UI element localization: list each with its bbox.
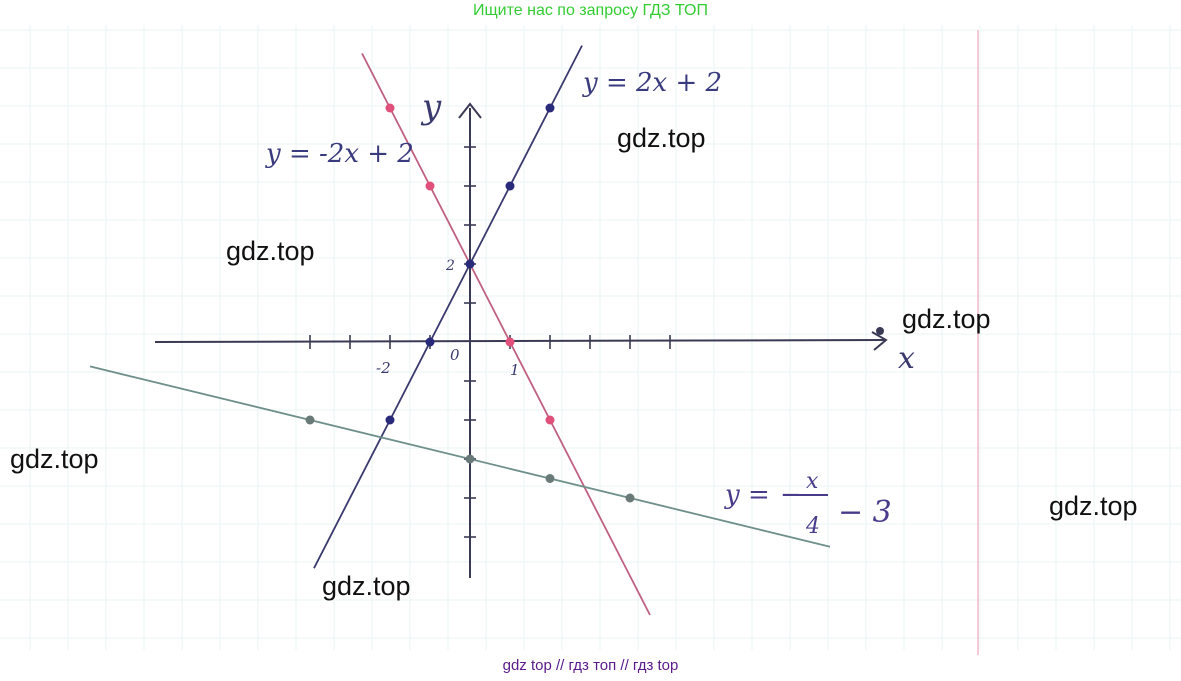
x-axis-arrow xyxy=(871,331,888,351)
line-c-point xyxy=(625,493,635,503)
watermark: gdz.top xyxy=(226,236,315,266)
watermark: gdz.top xyxy=(322,571,411,601)
origin-label: 0 xyxy=(450,346,460,364)
graph-lines xyxy=(89,45,831,616)
line-a-line xyxy=(313,45,583,569)
line-c-point xyxy=(305,415,315,425)
x-axis-line xyxy=(154,339,886,343)
equation-c-right: − 3 xyxy=(838,495,892,530)
x-axis-label: x xyxy=(898,341,915,376)
bottom-banner: gdz top // гдз топ // гдз top xyxy=(502,657,679,674)
watermark: gdz.top xyxy=(10,444,99,474)
notebook-grid xyxy=(0,25,1181,650)
tick-label-x-1: 1 xyxy=(510,361,520,379)
axes xyxy=(154,102,888,578)
line-a-point xyxy=(505,181,515,191)
equation-label-line-a: y = 2x + 2 xyxy=(582,68,722,98)
line-b-point xyxy=(545,415,555,425)
y-axis-arrow xyxy=(458,102,482,119)
line-b-line xyxy=(361,52,651,616)
line-c-point xyxy=(545,474,555,483)
equation-c-numerator: x xyxy=(806,469,819,494)
line-b-point xyxy=(385,103,395,113)
equation-label-line-c: y = − x 4 − 3 xyxy=(724,469,892,539)
top-banner: Ищите нас по запросу ГДЗ ТОП xyxy=(473,2,708,19)
line-a-point xyxy=(425,337,435,347)
equation-label-line-b: y = -2x + 2 xyxy=(265,139,414,169)
equation-c-left: y = xyxy=(724,480,770,510)
line-b-point xyxy=(425,181,435,191)
tick-label-y-2: 2 xyxy=(445,258,455,274)
watermark: gdz.top xyxy=(617,123,706,153)
watermark: gdz.top xyxy=(1049,491,1138,521)
equation-c-minus-sign: − xyxy=(780,480,802,510)
graph-points xyxy=(305,103,635,503)
x-axis-arrow-dot xyxy=(876,327,884,335)
line-c-line xyxy=(89,365,831,548)
equation-c-denominator: 4 xyxy=(805,514,820,539)
line-a-point xyxy=(545,103,555,113)
line-b-point xyxy=(505,337,515,347)
watermark: gdz.top xyxy=(902,304,991,334)
line-c-point xyxy=(465,454,475,464)
line-a-point xyxy=(385,415,395,425)
tick-label-x-neg2: -2 xyxy=(376,359,391,377)
line-a-point xyxy=(465,259,475,269)
y-axis-label: y xyxy=(420,87,442,127)
